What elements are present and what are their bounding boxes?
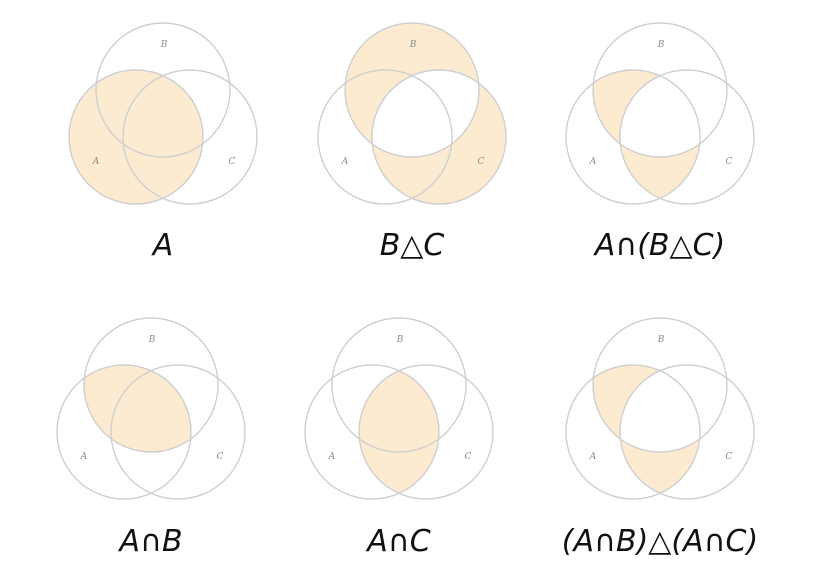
circle-c (122, 69, 258, 205)
set-label-c: C (217, 452, 224, 462)
set-label-b: B (148, 335, 156, 345)
set-label-b: B (396, 335, 404, 345)
circle-a (317, 69, 453, 205)
set-label-c: C (478, 157, 485, 167)
set-label-c: C (465, 452, 472, 462)
circle-a (68, 69, 204, 205)
set-label-b: B (657, 40, 665, 50)
circle-b (592, 317, 728, 453)
circle-b (83, 317, 219, 453)
circle-a (304, 364, 440, 500)
set-label-a: A (92, 157, 100, 167)
circle-c (619, 364, 755, 500)
set-label-b: B (160, 40, 168, 50)
set-label-c: C (726, 157, 733, 167)
set-label-a: A (341, 157, 349, 167)
circle-a (565, 364, 701, 500)
circle-c (371, 69, 507, 205)
circle-b (344, 22, 480, 158)
set-label-a: A (589, 452, 597, 462)
set-label-b: B (657, 335, 665, 345)
caption-diagram-6: (A∩B)△(A∩C) (561, 524, 759, 559)
set-label-a: A (589, 157, 597, 167)
caption-diagram-2: B△C (379, 228, 445, 263)
circle-a (56, 364, 192, 500)
set-label-a: A (328, 452, 336, 462)
set-label-b: B (409, 40, 417, 50)
circle-c (358, 364, 494, 500)
set-label-c: C (726, 452, 733, 462)
circle-b (592, 22, 728, 158)
caption-diagram-5: A∩C (367, 524, 431, 559)
caption-diagram-4: A∩B (119, 524, 183, 559)
circle-c (619, 69, 755, 205)
circle-b (331, 317, 467, 453)
caption-diagram-1: A (152, 228, 174, 263)
circle-b (95, 22, 231, 158)
set-label-a: A (80, 452, 88, 462)
circle-c (110, 364, 246, 500)
circle-a (565, 69, 701, 205)
caption-diagram-3: A∩(B△C) (594, 228, 726, 263)
set-label-c: C (229, 157, 236, 167)
